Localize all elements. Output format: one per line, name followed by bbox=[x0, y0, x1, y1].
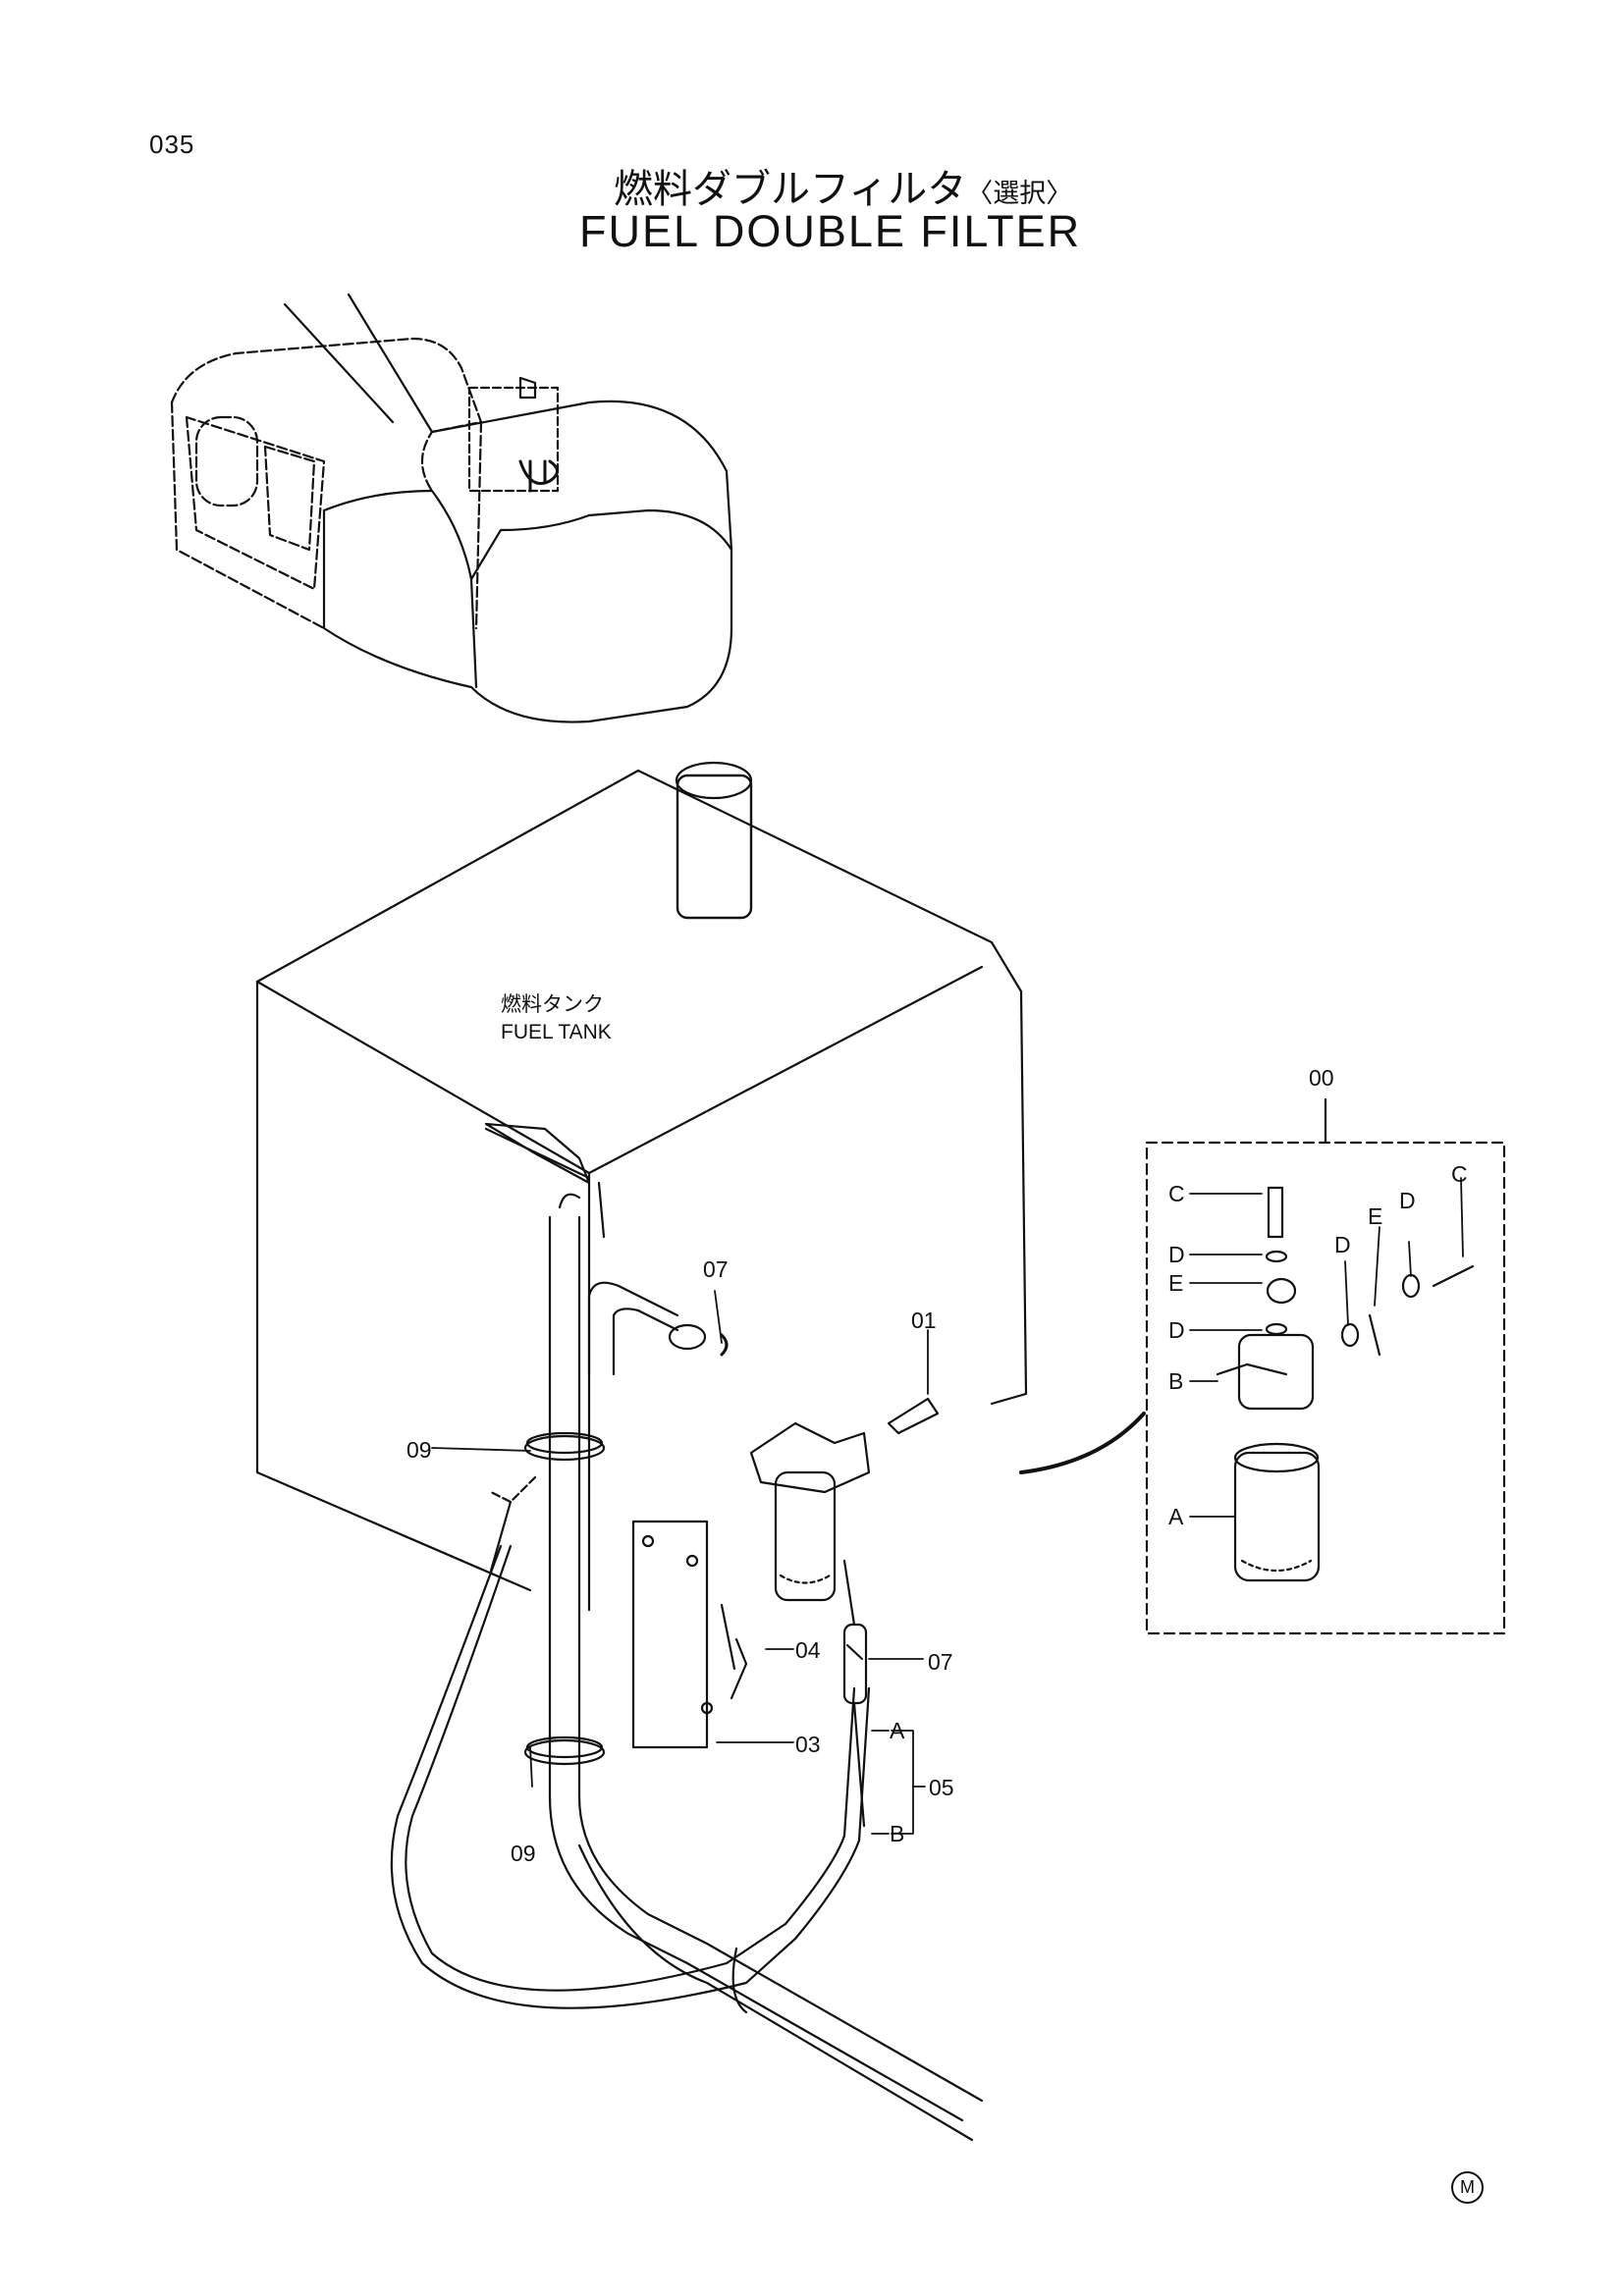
callout-hose-05[interactable]: 05 bbox=[929, 1775, 954, 1800]
title-japanese-main: 燃料ダブルフィルタ bbox=[614, 167, 967, 212]
fuel-tank-illustration bbox=[255, 761, 1028, 1612]
excavator-overview-illustration bbox=[170, 293, 733, 723]
callout-kit-d-1[interactable]: D bbox=[1168, 1242, 1185, 1267]
callout-screw-01[interactable]: 01 bbox=[911, 1308, 937, 1333]
callout-bolt-04[interactable]: 04 bbox=[795, 1637, 821, 1663]
page-number: 035 bbox=[149, 130, 195, 159]
callout-kit-a[interactable]: A bbox=[1168, 1504, 1184, 1529]
kit-box bbox=[1145, 1097, 1506, 1635]
callout-bracket-03[interactable]: 03 bbox=[795, 1732, 821, 1757]
hardware-details bbox=[720, 1559, 864, 1671]
callout-hose-b[interactable]: B bbox=[890, 1821, 905, 1846]
title-japanese-suffix: 〈選択〉 bbox=[966, 179, 1073, 209]
model-mark: M bbox=[1451, 2171, 1484, 2204]
title-japanese: 燃料ダブルフィルタ〈選択〉 bbox=[614, 157, 1072, 214]
callout-clamp-07-right[interactable]: 07 bbox=[928, 1649, 953, 1675]
callout-clamp-09-lower[interactable]: 09 bbox=[511, 1841, 536, 1866]
callout-kit-d-3[interactable]: D bbox=[1399, 1188, 1416, 1213]
callout-kit-e-left[interactable]: E bbox=[1168, 1270, 1184, 1296]
callout-kit-c-left[interactable]: C bbox=[1168, 1181, 1185, 1206]
callout-clamp-07-top[interactable]: 07 bbox=[703, 1256, 729, 1282]
fuel-tank-label-en: FUEL TANK bbox=[501, 1021, 612, 1043]
fuel-filter-assembly bbox=[631, 1397, 1146, 1749]
callout-kit-b[interactable]: B bbox=[1168, 1368, 1184, 1394]
callout-clamp-09-upper[interactable]: 09 bbox=[406, 1437, 432, 1463]
fuel-tank-label: 燃料タンク FUEL TANK bbox=[501, 991, 612, 1046]
title-english: FUEL DOUBLE FILTER bbox=[579, 206, 1082, 256]
fuel-lines bbox=[390, 1193, 984, 2142]
callout-kit-e-right[interactable]: E bbox=[1368, 1203, 1383, 1229]
leader-lines bbox=[431, 1177, 1464, 1835]
callout-kit-00[interactable]: 00 bbox=[1309, 1065, 1334, 1091]
fuel-tank-label-jp: 燃料タンク bbox=[501, 993, 604, 1016]
callout-kit-d-2[interactable]: D bbox=[1168, 1317, 1185, 1343]
callout-hose-a[interactable]: A bbox=[890, 1718, 905, 1743]
pipe-clamps bbox=[523, 1333, 729, 1766]
callout-kit-d-4[interactable]: D bbox=[1334, 1232, 1351, 1257]
callout-kit-c-right[interactable]: C bbox=[1451, 1161, 1468, 1187]
